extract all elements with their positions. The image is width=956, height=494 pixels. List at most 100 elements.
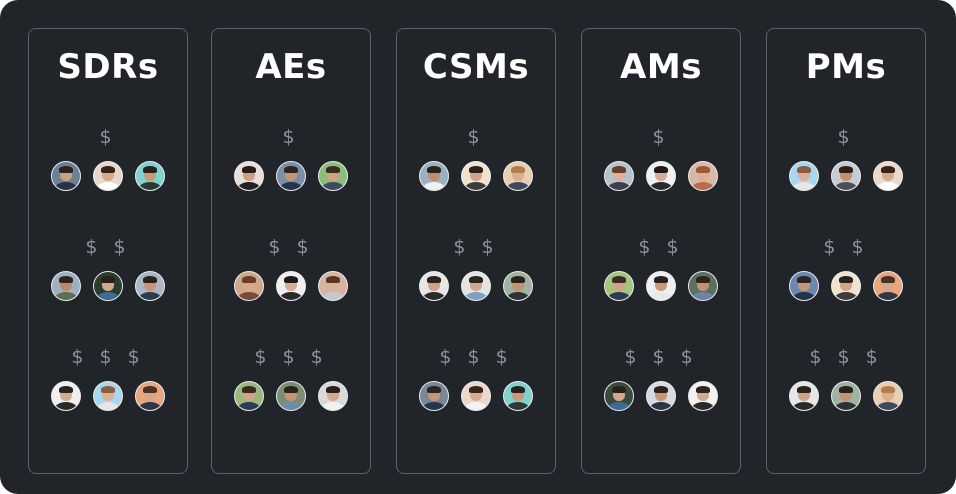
avatar	[604, 271, 634, 301]
price-level-label: $ $	[85, 236, 131, 258]
avatar	[234, 271, 264, 301]
avatar-shoulders	[649, 292, 673, 300]
avatar-shoulders	[691, 182, 715, 190]
avatar	[51, 271, 81, 301]
avatar	[646, 161, 676, 191]
avatar-shoulders	[422, 292, 446, 300]
avatar-shoulders	[607, 292, 631, 300]
avatar-shoulders	[138, 182, 162, 190]
avatar-shoulders	[96, 292, 120, 300]
avatar-shoulders	[506, 292, 530, 300]
avatar-hair	[242, 385, 256, 393]
avatar	[318, 271, 348, 301]
avatar	[461, 271, 491, 301]
avatar-shoulders	[691, 292, 715, 300]
avatar-hair	[101, 275, 115, 283]
price-tier-2: $ $	[397, 235, 555, 301]
avatar	[135, 271, 165, 301]
avatar	[276, 271, 306, 301]
avatar-group	[582, 271, 740, 301]
avatar	[234, 381, 264, 411]
avatar-hair	[881, 385, 895, 393]
avatar	[831, 381, 861, 411]
role-title: AEs	[255, 47, 327, 87]
price-tier-3: $ $ $	[397, 345, 555, 411]
avatar-hair	[284, 385, 298, 393]
avatar-shoulders	[279, 182, 303, 190]
price-tier-1: $	[212, 125, 370, 191]
avatar	[461, 161, 491, 191]
price-level-label: $	[652, 126, 670, 148]
avatar-group	[582, 381, 740, 411]
avatar-hair	[797, 165, 811, 173]
price-tier-3: $ $ $	[212, 345, 370, 411]
avatar-shoulders	[464, 402, 488, 410]
role-column-3: AMs$$ $$ $ $	[581, 28, 741, 474]
avatar	[873, 271, 903, 301]
price-level-label: $ $	[823, 236, 869, 258]
price-level-label: $ $ $	[809, 346, 883, 368]
avatar-hair	[59, 385, 73, 393]
avatar-shoulders	[321, 182, 345, 190]
avatar	[873, 381, 903, 411]
avatar-hair	[143, 385, 157, 393]
price-tier-2: $ $	[767, 235, 925, 301]
avatar	[419, 161, 449, 191]
avatar-shoulders	[506, 182, 530, 190]
avatar-shoulders	[54, 182, 78, 190]
price-tier-2: $ $	[582, 235, 740, 301]
avatar-shoulders	[279, 402, 303, 410]
avatar-hair	[284, 165, 298, 173]
avatar	[646, 381, 676, 411]
avatar-hair	[469, 165, 483, 173]
avatar-shoulders	[96, 182, 120, 190]
avatar	[503, 271, 533, 301]
avatar	[318, 161, 348, 191]
avatar-group	[29, 271, 187, 301]
avatar-hair	[427, 165, 441, 173]
avatar-hair	[143, 165, 157, 173]
avatar-hair	[881, 165, 895, 173]
avatar-hair	[797, 275, 811, 283]
avatar-hair	[427, 275, 441, 283]
avatar-hair	[242, 275, 256, 283]
avatar-group	[767, 271, 925, 301]
avatar-shoulders	[649, 402, 673, 410]
avatar-hair	[511, 385, 525, 393]
avatar	[51, 161, 81, 191]
avatar-hair	[284, 275, 298, 283]
avatar-shoulders	[321, 402, 345, 410]
avatar-shoulders	[506, 402, 530, 410]
avatar-hair	[654, 165, 668, 173]
avatar-group	[397, 271, 555, 301]
price-level-label: $ $	[268, 236, 314, 258]
avatar	[461, 381, 491, 411]
avatar-hair	[143, 275, 157, 283]
avatar-hair	[326, 275, 340, 283]
avatar-shoulders	[96, 402, 120, 410]
avatar-hair	[511, 275, 525, 283]
avatar-shoulders	[649, 182, 673, 190]
avatar-hair	[797, 385, 811, 393]
role-column-1: AEs $ $ $ $ $ $	[211, 28, 371, 474]
avatar	[831, 271, 861, 301]
avatar-hair	[612, 275, 626, 283]
avatar-group	[767, 381, 925, 411]
avatar-shoulders	[834, 182, 858, 190]
avatar	[93, 381, 123, 411]
avatar-hair	[839, 165, 853, 173]
avatar-group	[397, 161, 555, 191]
avatar-shoulders	[138, 292, 162, 300]
avatar-shoulders	[464, 182, 488, 190]
price-level-label: $ $ $	[71, 346, 145, 368]
role-title: PMs	[805, 47, 887, 87]
avatar	[419, 271, 449, 301]
avatar	[604, 381, 634, 411]
price-tier-3: $ $ $	[582, 345, 740, 411]
avatar	[873, 161, 903, 191]
avatar-hair	[654, 275, 668, 283]
price-level-label: $	[467, 126, 485, 148]
avatar	[688, 161, 718, 191]
avatar	[135, 381, 165, 411]
avatar-hair	[469, 385, 483, 393]
